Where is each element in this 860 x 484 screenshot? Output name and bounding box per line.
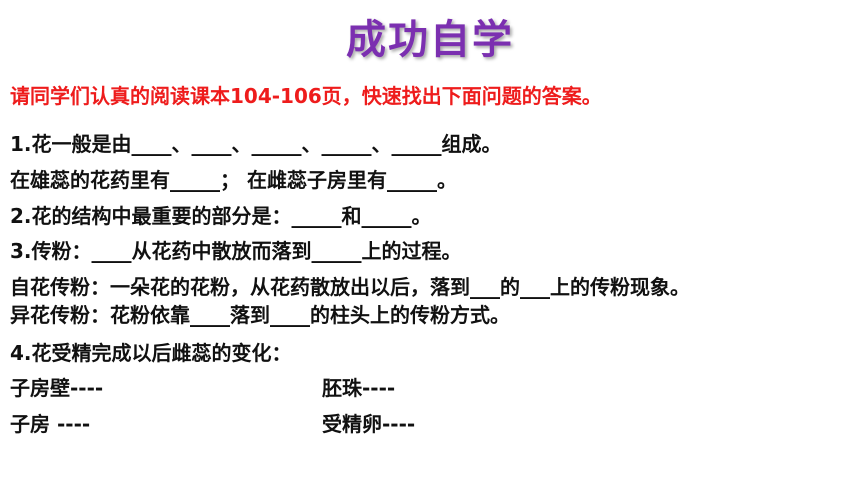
change-fertilized-egg: 受精卵---- xyxy=(322,412,416,436)
instruction-text: 请同学们认真的阅读课本104-106页，快速找出下面问题的答案。 xyxy=(10,84,602,108)
question-2: 2.花的结构中最重要的部分是：_____和_____。 xyxy=(10,204,432,228)
question-3-self-pollination: 自花传粉：一朵花的花粉，从花药散放出以后，落到___的___上的传粉现象。 xyxy=(10,275,690,299)
change-ovule: 胚珠---- xyxy=(322,376,396,400)
page-title: 成功自学 xyxy=(346,17,514,63)
question-1-sub: 在雄蕊的花药里有_____； 在雌蕊子房里有_____。 xyxy=(10,168,457,192)
change-ovary-wall: 子房壁---- xyxy=(10,376,104,400)
change-ovary: 子房 ---- xyxy=(10,412,91,436)
question-3: 3.传粉：____从花药中散放而落到_____上的过程。 xyxy=(10,239,462,263)
question-1: 1.花一般是由____、____、_____、_____、_____组成。 xyxy=(10,132,502,156)
question-3-cross-pollination: 异花传粉：花粉依靠____落到____的柱头上的传粉方式。 xyxy=(10,303,510,327)
question-4: 4.花受精完成以后雌蕊的变化： xyxy=(10,341,292,365)
